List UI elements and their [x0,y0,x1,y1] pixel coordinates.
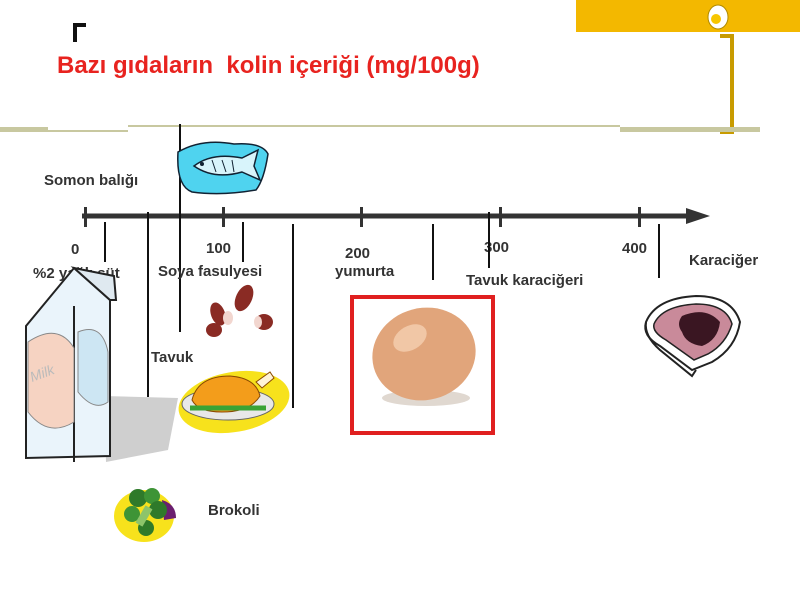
corner-bracket-icon [72,22,86,42]
axis-line [82,206,712,226]
tick-label-0: 0 [71,241,80,258]
header-gold-bracket [718,34,736,134]
axis-tick-100 [222,207,225,227]
axis-tick-0 [84,207,87,227]
page-title: Bazı gıdaların kolin içeriği (mg/100g) [57,52,480,79]
egg-icon-small [706,2,730,30]
egg-highlight-frame [350,295,495,435]
food-label-egg: yumurta [335,263,395,280]
liver-steak-icon [636,292,746,378]
axis-tick-300 [499,207,502,227]
food-label-liver: Karaciğer [689,252,759,269]
pointer-line-liver [658,224,660,278]
tick-label-300: 300 [484,239,510,256]
milk-carton-icon: Milk [18,262,198,468]
tick-label-200: 200 [345,245,371,262]
pointer-line-egg [432,224,434,280]
food-label-chicken-liver: Tavuk karaciğeri [466,272,584,289]
pointer-line-chicken [292,224,294,408]
egg-icon [366,304,478,416]
food-label-salmon: Somon balığı [44,172,139,189]
axis-tick-400 [638,207,641,227]
tick-label-400: 400 [622,240,648,257]
pointer-line-salmon [179,124,181,332]
header-gold-band [576,0,800,32]
roast-chicken-icon [170,362,290,438]
food-label-broccoli: Brokoli [208,502,260,519]
pointer-line-chicken-liver [488,212,490,268]
food-label-chicken: Tavuk [151,349,194,366]
fish-icon [172,136,272,200]
axis-tick-200 [360,207,363,227]
pointer-line-milk [104,222,106,262]
beans-icon [204,282,276,342]
tick-label-100: 100 [206,240,232,257]
pointer-line-broccoli [147,212,149,397]
pointer-line-soy [242,222,244,262]
olive-rule [0,120,760,132]
broccoli-icon [112,480,182,546]
food-label-soy: Soya fasulyesi [158,263,263,280]
